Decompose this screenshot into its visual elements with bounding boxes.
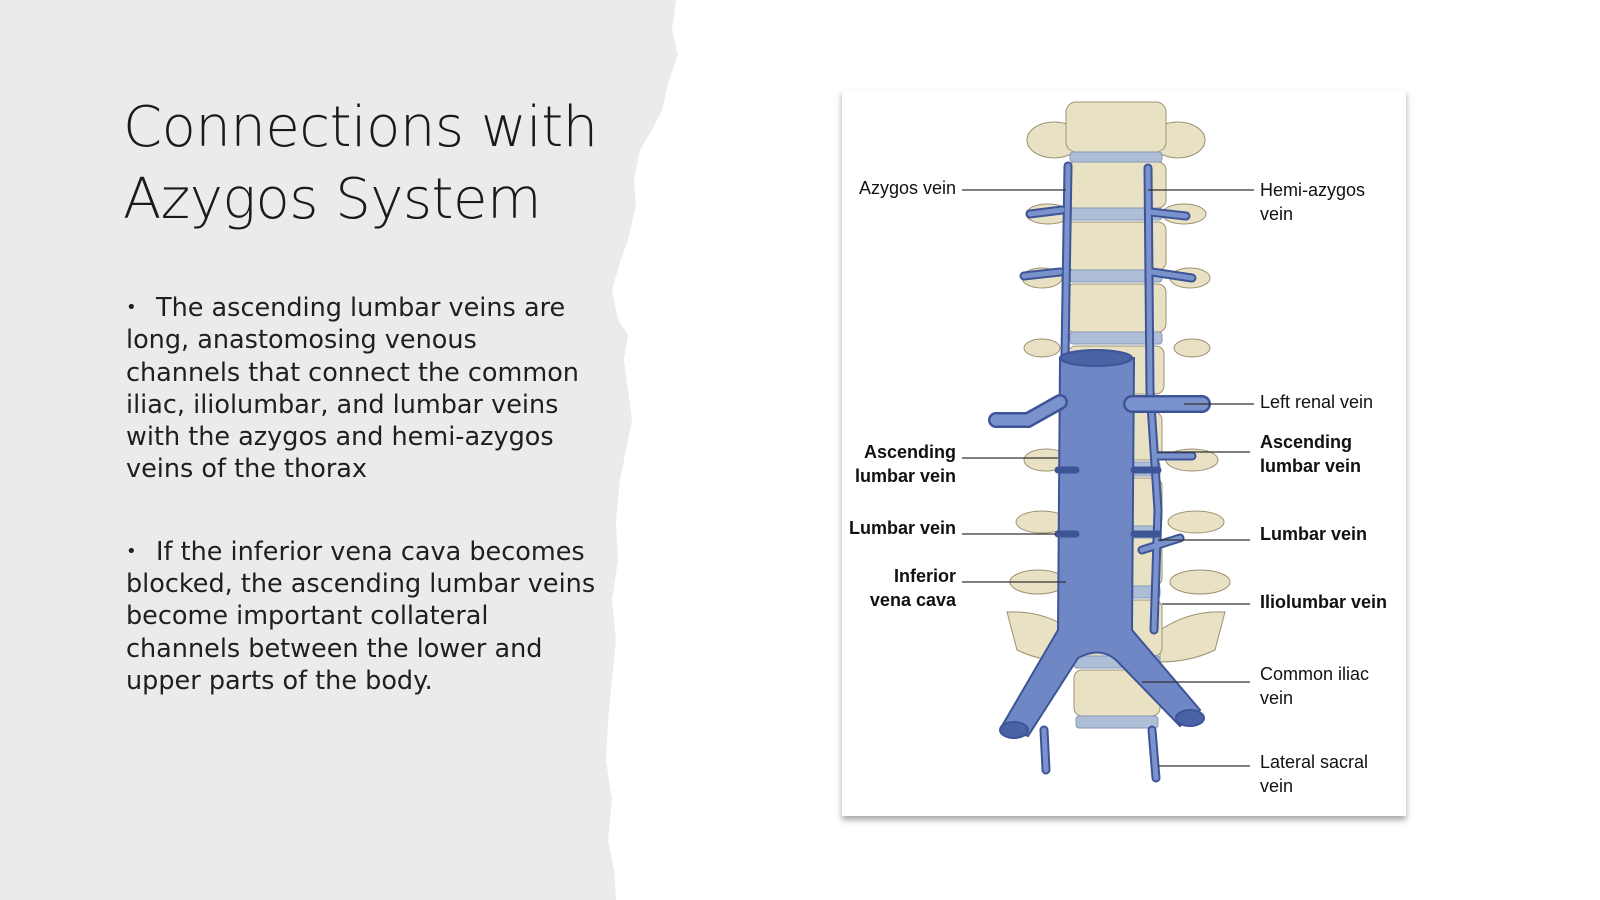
label-ivc-line2: vena cava (870, 590, 957, 610)
slide-title: Connections with Azygos System (123, 92, 643, 236)
label-ascending-right-line2: lumbar vein (1260, 456, 1361, 476)
bullet-marker: • (126, 297, 137, 318)
figure-labels: Azygos vein Hemi-azygos vein Left renal … (849, 178, 1387, 796)
leader-lines (962, 189, 1254, 767)
label-lumbar-right: Lumbar vein (1260, 524, 1367, 544)
label-ivc-line1: Inferior (894, 566, 956, 586)
label-lateral-sacral-line2: vein (1260, 776, 1293, 796)
label-common-iliac-line1: Common iliac (1260, 664, 1369, 684)
label-ascending-right-line1: Ascending (1260, 432, 1352, 452)
bullet-list: •The ascending lumbar veins are long, an… (126, 292, 596, 747)
label-lumbar-left: Lumbar vein (849, 518, 956, 538)
bullet-text: The ascending lumbar veins are long, ana… (126, 293, 579, 485)
label-azygos-vein: Azygos vein (859, 178, 956, 198)
bullet-item: •If the inferior vena cava becomes block… (126, 536, 596, 697)
label-hemi-azygos-line2: vein (1260, 204, 1293, 224)
anatomy-figure: Azygos vein Hemi-azygos vein Left renal … (842, 90, 1406, 816)
bullet-text: If the inferior vena cava becomes blocke… (126, 536, 596, 696)
label-ascending-left-line1: Ascending (864, 442, 956, 462)
bullet-marker: • (126, 540, 137, 562)
title-line-1: Connections with (123, 95, 598, 160)
label-lateral-sacral-line1: Lateral sacral (1260, 752, 1368, 772)
title-line-2: Azygos System (123, 167, 542, 232)
label-hemi-azygos-line1: Hemi-azygos (1260, 180, 1365, 200)
label-common-iliac-line2: vein (1260, 688, 1293, 708)
label-ascending-left-line2: lumbar vein (855, 466, 956, 486)
bullet-item: •The ascending lumbar veins are long, an… (126, 292, 596, 486)
label-iliolumbar: Iliolumbar vein (1260, 592, 1387, 612)
veins (988, 161, 1211, 783)
label-left-renal-vein: Left renal vein (1260, 392, 1373, 412)
vein-diagram: Azygos vein Hemi-azygos vein Left renal … (849, 101, 1387, 796)
